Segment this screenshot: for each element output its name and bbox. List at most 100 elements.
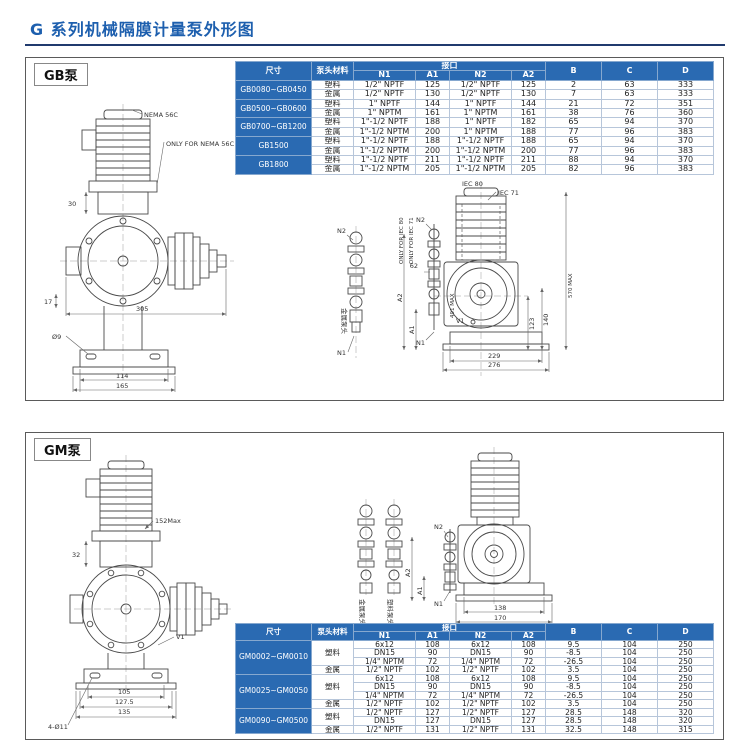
spec-cell: 9.5 <box>545 673 602 683</box>
spec-cell: 1" NPTM <box>353 107 416 119</box>
spec-cell: DN15 <box>449 648 512 658</box>
size-cell: GM0090~GM0500 <box>235 707 312 734</box>
spec-cell: 90 <box>415 682 450 692</box>
spec-cell: 3.5 <box>545 665 602 675</box>
spec-cell: 1/2" NPTF <box>353 665 416 675</box>
spec-cell: 104 <box>601 648 658 658</box>
spec-cell: DN15 <box>449 682 512 692</box>
spec-cell: 1" NPTM <box>449 126 512 138</box>
mat-cell: 金属 <box>311 699 354 709</box>
spec-cell: 104 <box>601 673 658 683</box>
spec-cell: 188 <box>511 136 546 147</box>
spec-cell: 6x12 <box>449 639 512 649</box>
mat-cell: 塑料 <box>311 98 354 109</box>
dim-phi9: Ø9 <box>52 333 61 341</box>
gb-panel: GB泵 <box>25 57 724 401</box>
dim-152max: 152Max <box>155 517 181 525</box>
header-c: C <box>601 61 658 81</box>
spec-cell: 1"-1/2 NPTF <box>449 136 512 147</box>
mat-cell: 金属 <box>311 89 354 100</box>
mat-cell: 塑料 <box>311 707 354 726</box>
spec-cell: 144 <box>415 98 450 109</box>
spec-cell: 205 <box>415 164 450 175</box>
dim-4-phi11: 4-Ø11 <box>48 723 68 731</box>
gm-valve-details <box>357 504 403 594</box>
spec-cell: 104 <box>601 656 658 666</box>
spec-cell: 125 <box>511 79 546 91</box>
spec-cell: 76 <box>601 107 658 119</box>
spec-cell: 130 <box>415 89 450 100</box>
spec-cell: 1"-1/2 NPTF <box>353 117 416 128</box>
spec-cell: 90 <box>511 682 546 692</box>
spec-cell: -26.5 <box>545 656 602 666</box>
spec-cell: 383 <box>657 126 714 138</box>
header-a1: A1 <box>415 631 450 641</box>
spec-cell: 127 <box>511 716 546 726</box>
mat-cell: 塑料 <box>311 154 354 166</box>
dim-165: 165 <box>116 382 128 390</box>
spec-cell: 104 <box>601 682 658 692</box>
spec-cell: 211 <box>415 154 450 166</box>
spec-cell: 82 <box>545 164 602 175</box>
spec-cell: 1/2" NPTF <box>353 89 416 100</box>
spec-cell: 1"-1/2 NPTM <box>353 145 416 156</box>
header-d: D <box>657 622 714 641</box>
spec-cell: 1/2" NPTF <box>449 79 512 91</box>
gm-panel: GM泵 <box>25 432 724 740</box>
spec-cell: 1"-1/2 NPTF <box>449 154 512 166</box>
spec-cell: 104 <box>601 639 658 649</box>
spec-cell: 1" NPTF <box>449 117 512 128</box>
spec-cell: 320 <box>657 707 714 717</box>
title-divider <box>25 44 725 46</box>
spec-cell: 21 <box>545 98 602 109</box>
spec-cell: 250 <box>657 665 714 675</box>
spec-cell: 63 <box>601 79 658 91</box>
spec-cell: -8.5 <box>545 648 602 658</box>
spec-cell: 250 <box>657 673 714 683</box>
header-b: B <box>545 622 602 641</box>
iec71-label: IEC 71 <box>498 189 519 197</box>
mat-cell: 塑料 <box>311 639 354 666</box>
spec-cell: 6x12 <box>353 639 416 649</box>
size-cell: GB0700~GB1200 <box>235 117 312 138</box>
dim-305: 305 <box>136 305 148 313</box>
spec-cell: 161 <box>415 107 450 119</box>
dim-32: 32 <box>72 551 80 559</box>
mat-cell: 金属 <box>311 126 354 138</box>
spec-cell: 72 <box>601 98 658 109</box>
spec-cell: -8.5 <box>545 682 602 692</box>
spec-cell: 7 <box>545 89 602 100</box>
spec-cell: 127 <box>415 716 450 726</box>
spec-cell: 1/2" NPTF <box>449 724 512 734</box>
spec-cell: 1" NPTF <box>353 98 416 109</box>
size-cell: GB1500 <box>235 136 312 156</box>
spec-cell: 88 <box>545 154 602 166</box>
spec-cell: 250 <box>657 639 714 649</box>
spec-cell: 108 <box>511 673 546 683</box>
gb-panel-label: GB泵 <box>34 63 88 86</box>
dim-570max: 570 MAX <box>568 273 574 298</box>
spec-cell: 28.5 <box>545 716 602 726</box>
centerlines <box>60 104 528 380</box>
spec-cell: 96 <box>601 126 658 138</box>
spec-cell: 77 <box>545 145 602 156</box>
header-port: 接口 <box>353 622 546 632</box>
page-title: G 系列机械隔膜计量泵外形图 <box>30 20 255 39</box>
spec-cell: 96 <box>601 164 658 175</box>
mat-cell: 金属 <box>311 107 354 119</box>
spec-cell: 1/2" NPTF <box>353 707 416 717</box>
dim-105: 105 <box>118 688 130 696</box>
spec-cell: 72 <box>511 656 546 666</box>
spec-cell: 77 <box>545 126 602 138</box>
header-size: 尺寸 <box>235 61 312 81</box>
spec-cell: 250 <box>657 699 714 709</box>
spec-cell: 102 <box>511 699 546 709</box>
nema-label: NEMA 56C <box>144 111 178 119</box>
